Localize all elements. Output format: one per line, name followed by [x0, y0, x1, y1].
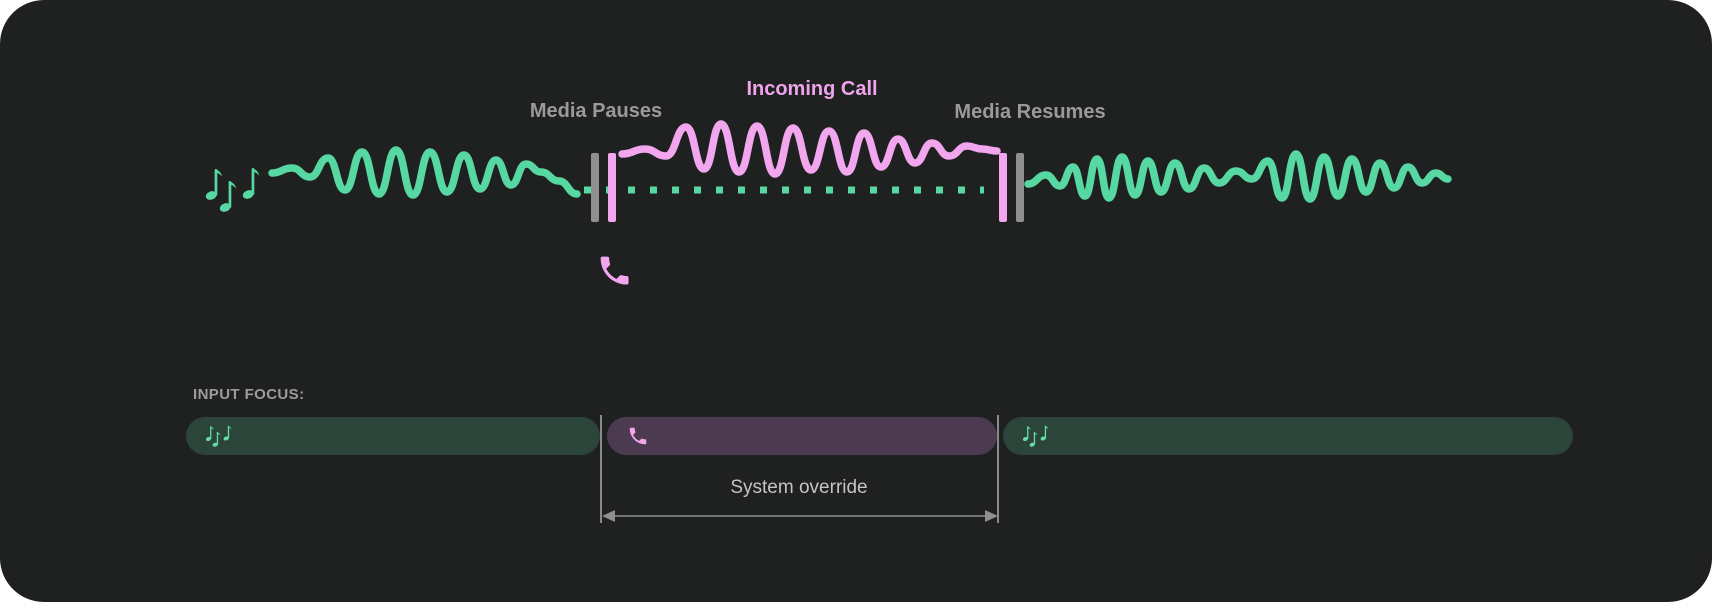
media-waveform-right	[1024, 150, 1452, 203]
system-override-arrow	[602, 510, 998, 522]
media-pauses-gray-bar	[591, 153, 599, 222]
music-notes-icon	[204, 168, 259, 213]
media-pauses-label: Media Pauses	[529, 100, 663, 122]
incoming-call-waveform	[618, 120, 1001, 178]
focus-segment-media-before-call	[186, 417, 600, 455]
focus-segment-incoming-call	[607, 417, 997, 455]
media-resumes-label: Media Resumes	[954, 101, 1106, 123]
music-notes-icon	[1023, 425, 1049, 447]
input-focus-label: INPUT FOCUS:	[193, 386, 305, 403]
media-pauses-pink-bar	[608, 153, 616, 222]
focus-segment-media-after-call	[1003, 417, 1573, 455]
override-end-line	[997, 415, 999, 523]
media-resumes-gray-bar	[1016, 153, 1024, 222]
override-start-line	[600, 415, 602, 523]
phone-icon	[629, 427, 647, 445]
media-resumes-pink-bar	[999, 153, 1007, 222]
media-waveform-left	[268, 146, 581, 199]
music-notes-icon	[206, 425, 232, 447]
system-override-label: System override	[730, 477, 868, 498]
phone-icon	[600, 256, 629, 285]
incoming-call-label: Incoming Call	[746, 78, 878, 100]
waveform-diagram	[0, 120, 1452, 285]
